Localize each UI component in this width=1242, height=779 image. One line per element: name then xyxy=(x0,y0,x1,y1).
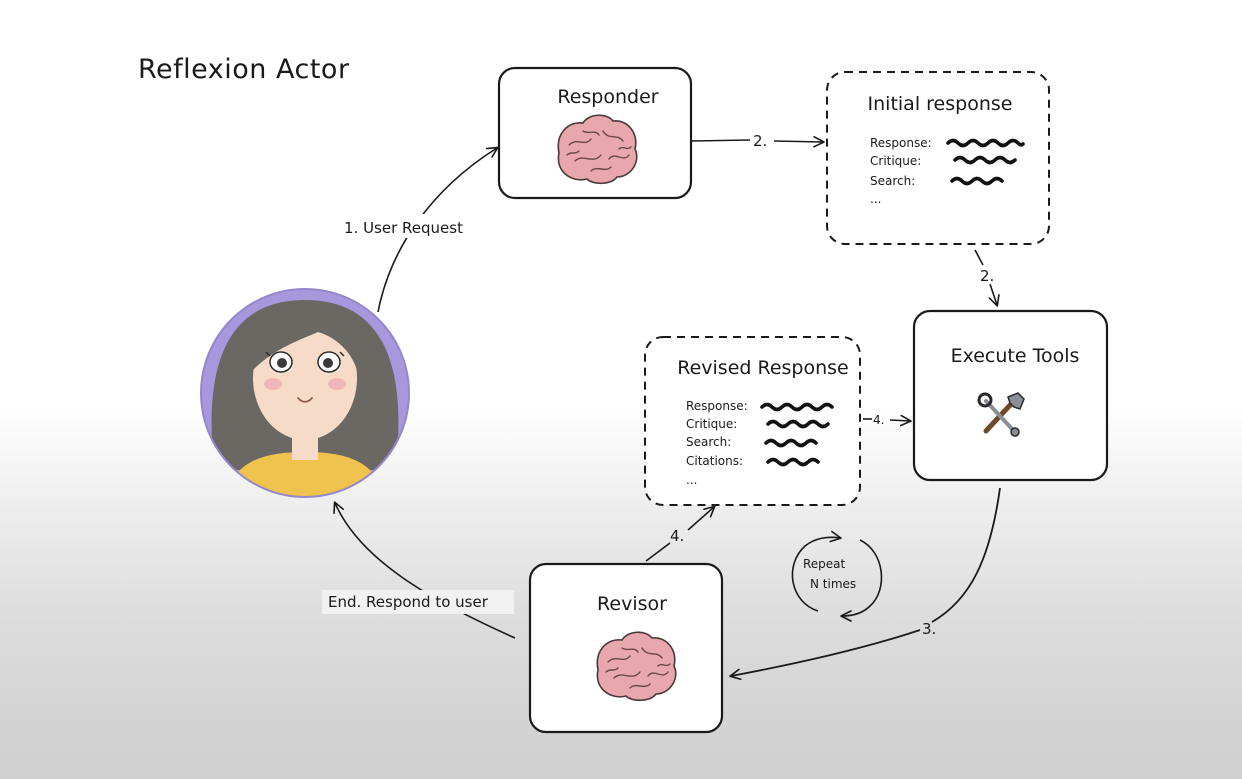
scribble xyxy=(953,155,1017,165)
edge-segment xyxy=(931,487,1001,623)
responder-label: Responder xyxy=(557,86,658,108)
repeat-loop: Repeat N times xyxy=(791,530,883,622)
revised-field-response: Response: xyxy=(686,399,748,413)
execute-tools-node: Execute Tools xyxy=(912,309,1109,482)
scribble xyxy=(766,419,830,429)
repeat-label: Repeat xyxy=(803,557,846,571)
label-bg xyxy=(322,590,514,614)
initial-field-response: Response: xyxy=(870,136,932,150)
revised-field-citations: Citations: xyxy=(686,454,743,468)
revised-field-search: Search: xyxy=(686,435,731,449)
scribble xyxy=(950,176,1004,186)
revised-response-node: Revised Response Response: Critique: Sea… xyxy=(644,336,861,506)
step-2-tools-label: 2. xyxy=(980,267,994,285)
initial-response-label: Initial response xyxy=(868,93,1013,115)
edge-end-respond xyxy=(333,501,516,639)
edge-to-tools xyxy=(988,283,1000,307)
edge-to-revised xyxy=(687,505,716,531)
revisor-label: Revisor xyxy=(597,593,667,615)
revised-field-critique: Critique: xyxy=(686,417,737,431)
user-request-label: 1. User Request xyxy=(344,219,463,237)
label-bg xyxy=(338,214,482,238)
step-4-tools-label: 4. xyxy=(873,413,884,427)
scribble xyxy=(946,138,1025,148)
responder-node: Responder xyxy=(497,66,693,200)
revised-response-label: Revised Response xyxy=(677,357,849,379)
execute-tools-label: Execute Tools xyxy=(951,345,1080,367)
tools-icon xyxy=(977,392,1025,437)
edge-segment xyxy=(974,249,984,266)
step-3-label: 3. xyxy=(922,620,936,638)
edge-segment xyxy=(645,542,671,562)
end-respond-label: End. Respond to user xyxy=(328,593,489,611)
step-4-label: 4. xyxy=(670,527,684,545)
revised-field-more: ... xyxy=(686,473,697,487)
edge-revised-to-tools xyxy=(889,414,912,427)
brain-icon xyxy=(596,631,677,702)
scribble xyxy=(764,438,818,448)
scribble xyxy=(766,457,820,467)
edge-segment xyxy=(691,139,751,142)
initial-field-more: ... xyxy=(870,192,881,206)
initial-field-critique: Critique: xyxy=(870,154,921,168)
edge-to-revisor xyxy=(729,629,921,681)
user-avatar xyxy=(200,288,410,498)
diagram-title: Reflexion Actor xyxy=(138,54,350,85)
brain-icon xyxy=(557,114,638,185)
edge-to-initial xyxy=(773,136,825,148)
repeat-times-label: N times xyxy=(810,577,856,591)
step-2-label: 2. xyxy=(753,132,767,150)
initial-field-search: Search: xyxy=(870,174,915,188)
revisor-node: Revisor xyxy=(528,562,724,734)
initial-response-node: Initial response Response: Critique: Sea… xyxy=(826,71,1050,245)
scribble xyxy=(760,402,834,412)
